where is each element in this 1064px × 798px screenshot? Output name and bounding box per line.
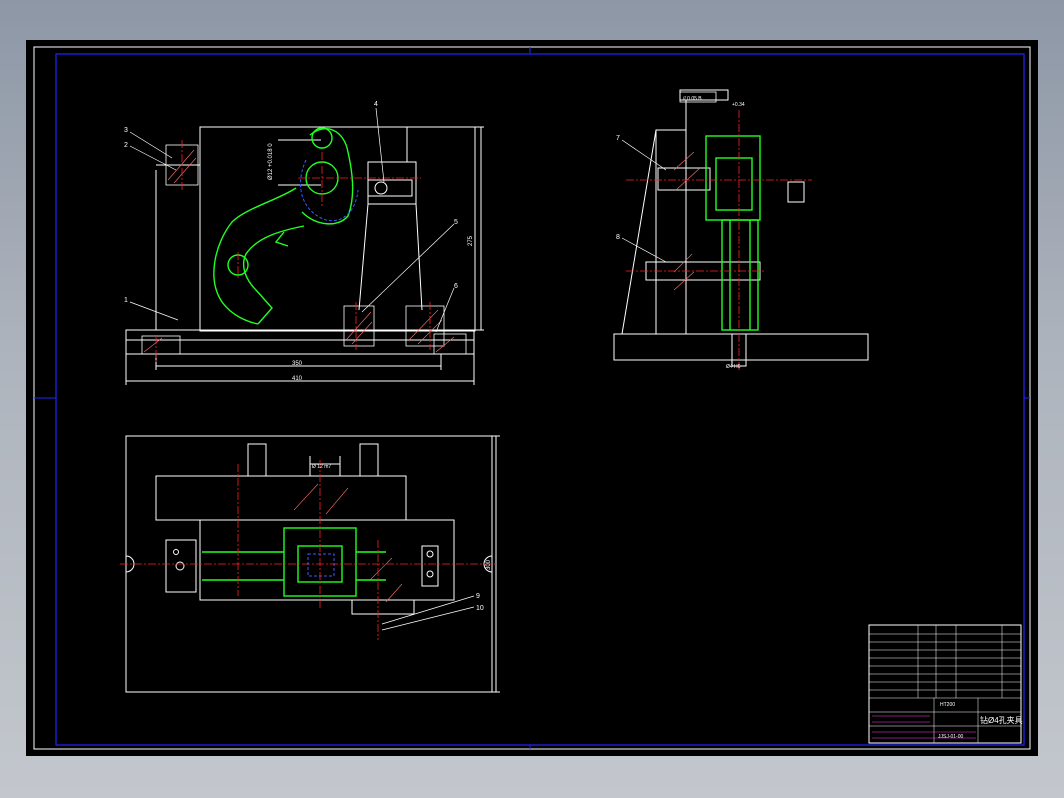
side-hatching	[673, 151, 701, 291]
leaders-top	[381, 595, 475, 631]
drawing-title: 钻Ø4孔夹具	[980, 715, 1023, 725]
drawing-number: JJSJ-01-00	[938, 734, 964, 740]
dim-side-bottom: Ø4 H6	[726, 364, 741, 370]
balloon-10: 10	[476, 605, 484, 612]
cad-drawing: 3 2 4 5 6 1 350 410 275 Ø12 +0.018 0	[33, 46, 1031, 750]
workpiece-lever	[213, 127, 354, 325]
dim-side-top: +0.34	[732, 102, 745, 108]
workpiece-side	[705, 135, 761, 331]
side-view: // 0.05 B +0.34 Ø4 H6 7 8	[613, 89, 869, 370]
balloon-6: 1	[124, 297, 128, 304]
dim-350: 350	[292, 361, 303, 367]
dim-top: Ø 12 m7	[312, 464, 331, 470]
dim-bore: Ø12 +0.018 0	[268, 143, 274, 180]
leaders-front	[129, 107, 455, 333]
centerlines-front	[155, 140, 431, 362]
balloon-9: 9	[476, 593, 480, 600]
balloon-8: 8	[616, 234, 620, 241]
top-view: 9 10 Ø 12 m7 300	[120, 435, 500, 693]
drawing-sheet: 3 2 4 5 6 1 350 410 275 Ø12 +0.018 0	[26, 40, 1038, 756]
workpiece-top	[202, 527, 386, 597]
tolerance-text: // 0.05 B	[683, 96, 702, 102]
dim-300: 300	[486, 559, 492, 570]
front-view: 3 2 4 5 6 1 350 410 275 Ø12 +0.018 0	[124, 101, 484, 385]
zone-markers	[34, 47, 1030, 749]
inner-frame	[55, 53, 1025, 746]
centerlines-side	[626, 110, 812, 370]
balloon-1: 3	[124, 127, 128, 134]
balloon-5: 6	[454, 283, 458, 290]
balloon-2: 2	[124, 142, 128, 149]
dim-275: 275	[468, 235, 474, 246]
hidden-top	[307, 553, 335, 577]
balloon-7: 7	[616, 135, 620, 142]
hidden-lines	[299, 159, 359, 222]
balloon-4: 5	[454, 219, 458, 226]
dim-410: 410	[292, 376, 303, 382]
leaders-side	[621, 139, 667, 263]
centerlines-top	[120, 460, 498, 640]
material-text: HT200	[940, 702, 955, 708]
hatched-blocks	[141, 144, 467, 355]
title-block-signatures	[872, 715, 976, 739]
top-hatching	[293, 483, 403, 603]
balloon-3: 4	[374, 101, 378, 108]
outer-frame	[33, 46, 1031, 750]
tolerance-frame	[679, 91, 717, 103]
title-block: HT200 钻Ø4孔夹具 JJSJ-01-00	[868, 624, 1023, 744]
